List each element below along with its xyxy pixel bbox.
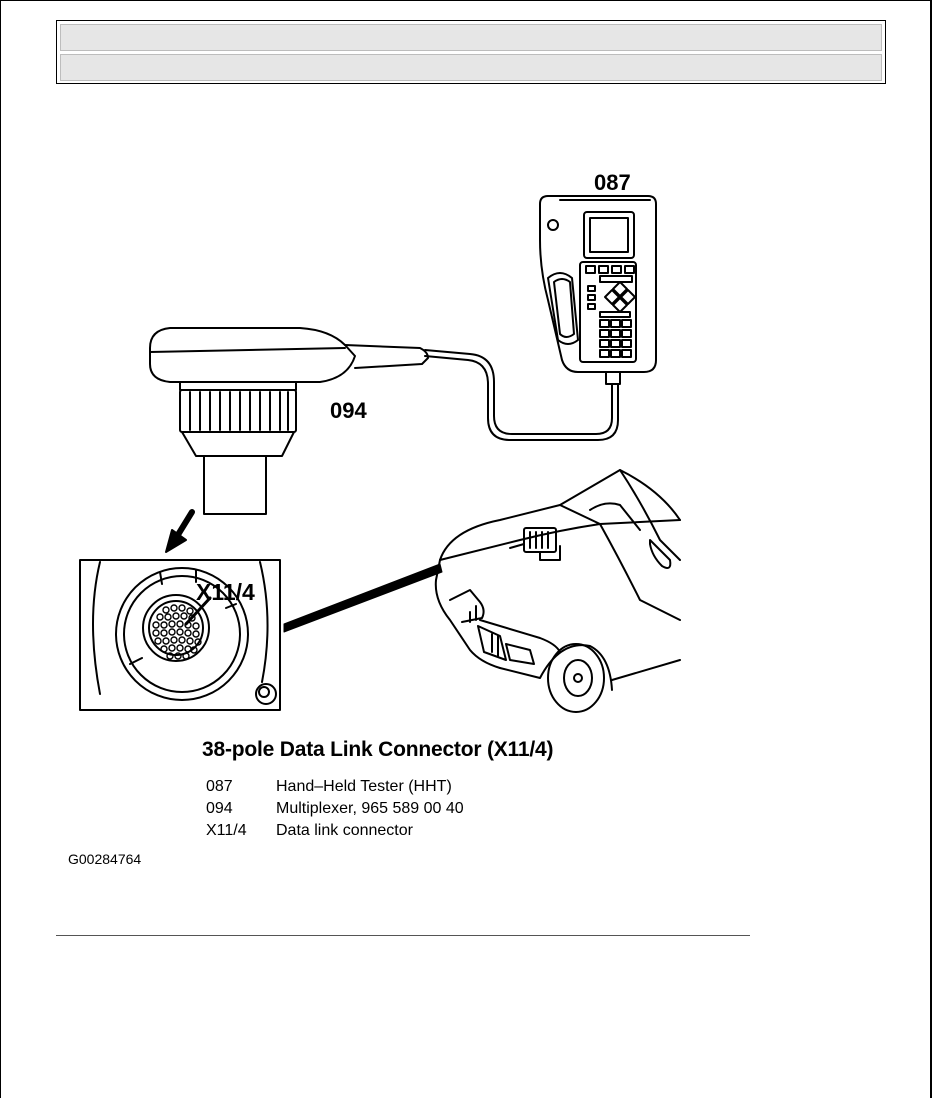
header-bar-bottom (60, 54, 882, 81)
legend-code: X11/4 (206, 822, 247, 839)
header-box (56, 20, 886, 84)
cable (424, 349, 619, 441)
label-tester-087: 087 (594, 170, 631, 195)
figure-legend: 087 Hand–Held Tester (HHT) 094 Multiplex… (206, 776, 464, 842)
label-connector-x11-4: X11/4 (196, 579, 255, 605)
legend-row: X11/4 Data link connector (206, 820, 464, 842)
legend-row: 087 Hand–Held Tester (HHT) (206, 776, 464, 798)
figure-caption: 38-pole Data Link Connector (X11/4) (202, 738, 554, 761)
label-multiplexer-094: 094 (330, 398, 367, 423)
header-bar-top (60, 24, 882, 51)
legend-code: 094 (206, 800, 233, 817)
multiplexer-illustration (149, 327, 429, 515)
legend-description: Multiplexer, 965 589 00 40 (276, 800, 464, 817)
legend-description: Data link connector (276, 822, 413, 839)
connector-diagram: 087 094 X11/4 (79, 170, 681, 713)
vehicle-front-illustration (434, 469, 681, 713)
legend-description: Hand–Held Tester (HHT) (276, 778, 452, 795)
figure-id: G00284764 (68, 851, 142, 867)
legend-code: 087 (206, 778, 233, 795)
horizontal-rule (56, 935, 750, 936)
legend-row: 094 Multiplexer, 965 589 00 40 (206, 798, 464, 820)
hand-held-tester-illustration (539, 195, 657, 385)
connector-detail-inset (79, 559, 281, 711)
